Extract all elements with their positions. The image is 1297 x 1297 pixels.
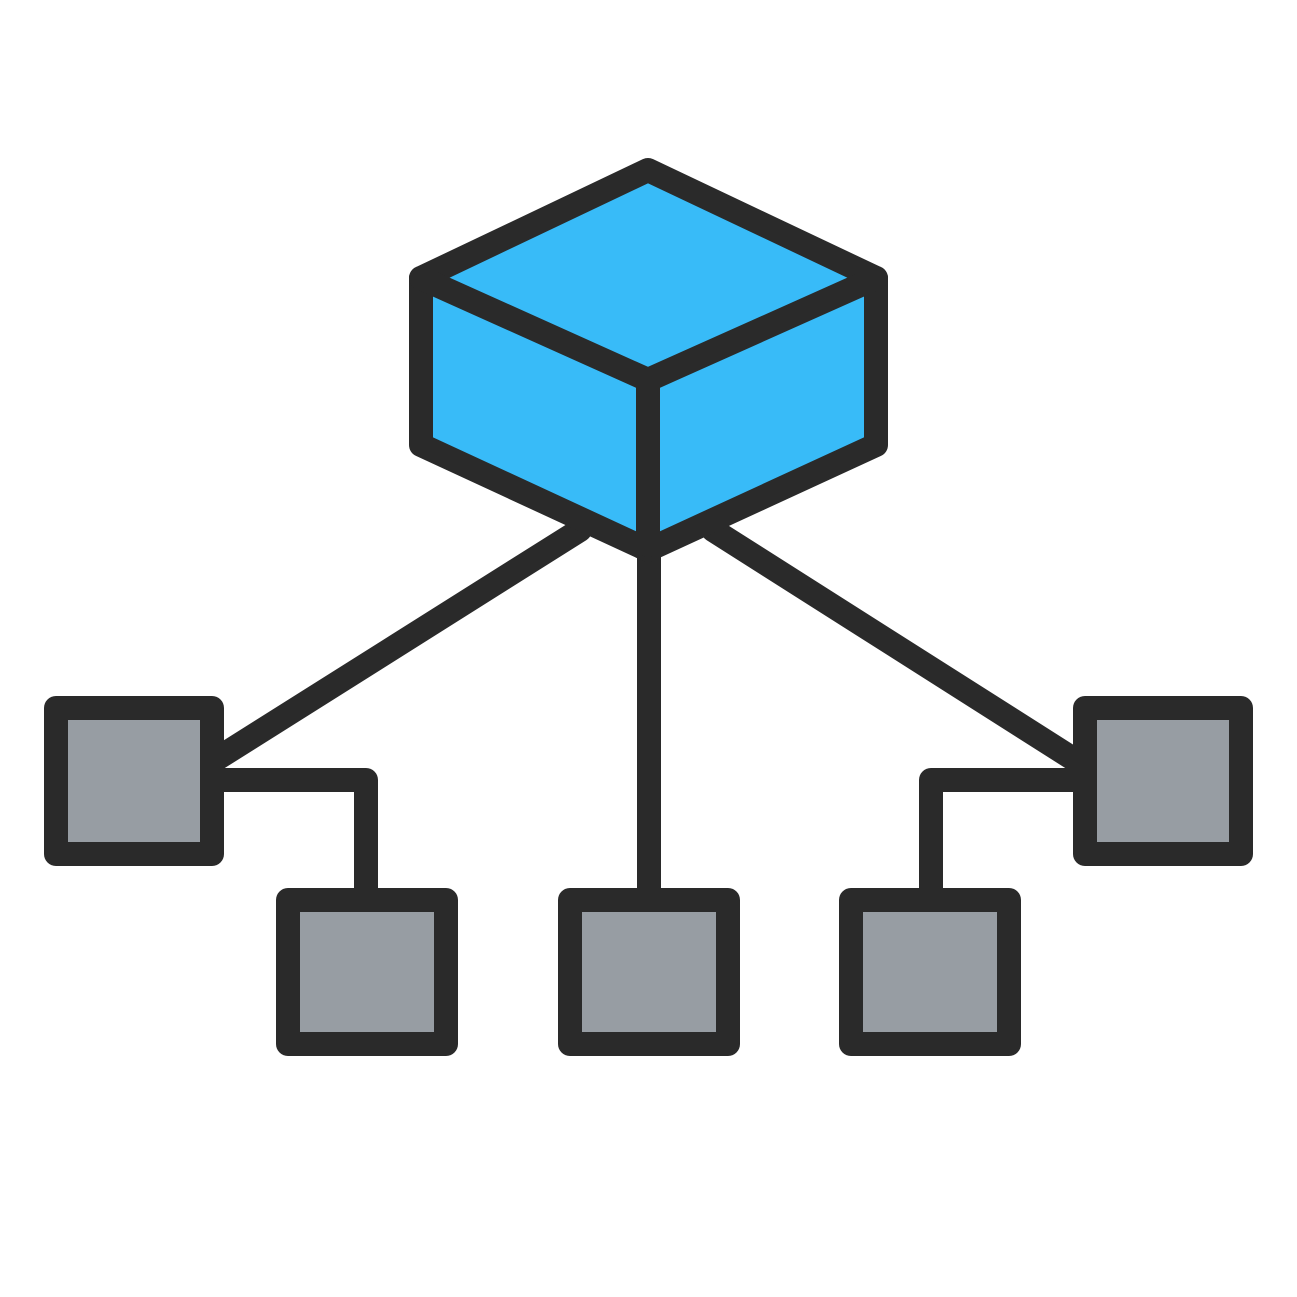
- node-left: [44, 696, 224, 866]
- node-right-child: [839, 888, 1021, 1056]
- hub-cube: [409, 158, 888, 562]
- node-right: [1073, 696, 1253, 866]
- node-center: [558, 888, 740, 1056]
- nodes: [44, 696, 1253, 1056]
- edge-node-right-to-node-right-child: [919, 768, 1097, 912]
- node-left-child: [276, 888, 458, 1056]
- edges: [200, 518, 1097, 912]
- edge-node-left-to-node-left-child: [200, 768, 378, 912]
- edge-hub-to-node-right: [701, 518, 1087, 772]
- edge-hub-to-node-left: [203, 518, 592, 772]
